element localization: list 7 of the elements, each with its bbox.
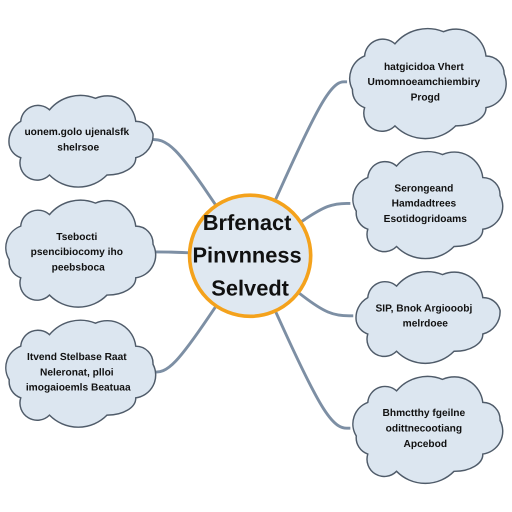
node-circle: Brfenact Pinvnness Selvedt [188,193,312,318]
connector [274,310,350,430]
connector [297,291,354,318]
connector [274,80,348,202]
connector [153,250,190,254]
connector [153,305,218,374]
connector [300,202,350,224]
